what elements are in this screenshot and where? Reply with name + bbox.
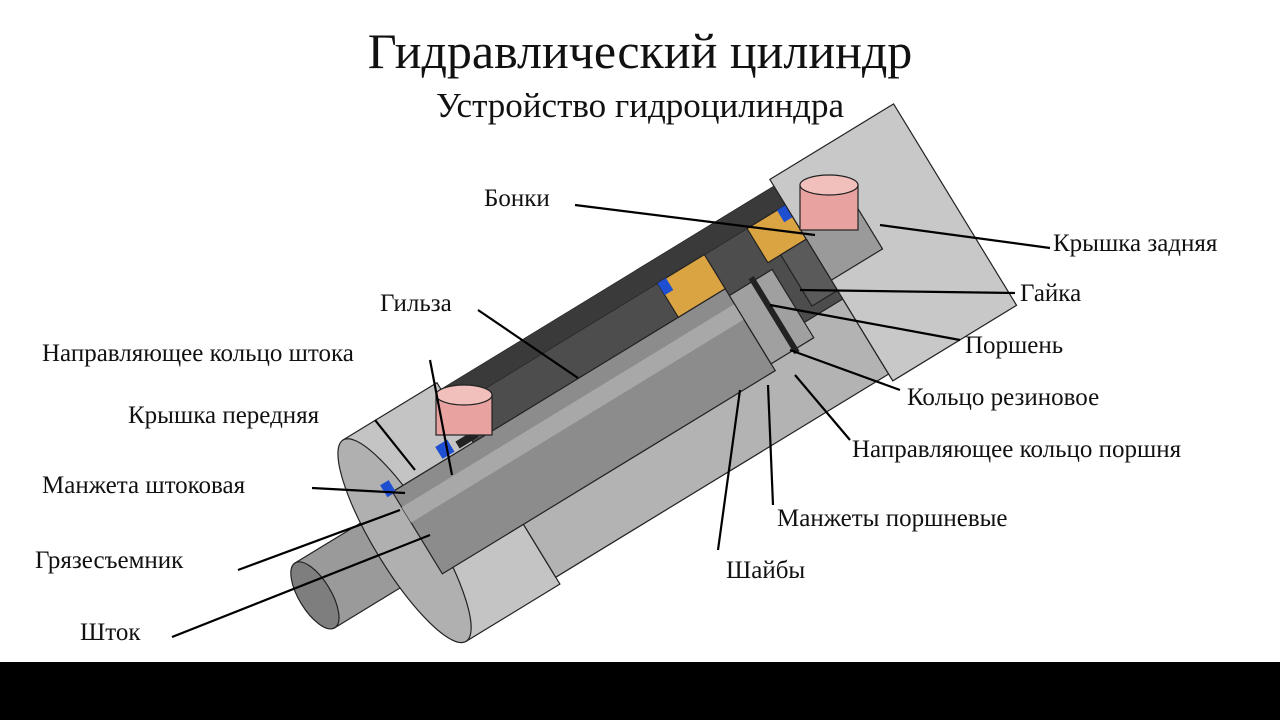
sleeve-wall-dark [441,186,786,409]
leader-line [769,303,961,342]
leader-line [799,288,1016,295]
rod-highlight [401,304,744,523]
leader-line [766,384,775,506]
diagram-subtitle: Устройство гидроцилиндра [435,86,845,125]
label-rear-cover: Крышка задняя [1053,230,1218,257]
rod-end-face [290,561,340,630]
label-washers: Шайбы [726,557,805,584]
label-piston: Поршень [965,332,1063,359]
leader-line [171,533,431,639]
label-sleeve: Гильза [380,290,452,317]
leader-line [477,309,579,379]
piston-seal [776,205,793,223]
leader-line [237,508,401,572]
hydraulic-cylinder [290,103,1018,644]
piston-guide-upper [656,253,727,319]
piston-seal [657,277,674,296]
bottom-black-bar [0,662,1280,720]
label-rod: Шток [80,619,141,646]
leader-line [789,348,901,392]
leader-line [311,486,406,495]
leader-line [374,419,416,471]
leader-line [879,223,1051,250]
label-piston-guide-ring: Направляющее кольцо поршня [852,436,1182,463]
label-piston-seals: Манжеты поршневые [777,505,1008,532]
rod-seal [435,439,455,459]
leader-line [794,374,851,441]
leader-line [716,389,742,551]
label-bonki: Бонки [484,185,550,212]
leader-line [428,359,454,476]
label-front-cover: Крышка передняя [128,402,320,429]
label-nut: Гайка [1020,280,1081,307]
diagram-title: Гидравлический цилиндр [367,23,913,79]
leader-line [574,203,816,237]
boss-rear [799,174,859,231]
label-wiper: Грязесъемник [35,547,184,574]
boss-front [435,384,493,436]
label-rod-guide-ring: Направляющее кольцо штока [42,340,354,367]
label-rod-seal: Манжета штоковая [42,472,246,499]
rubber-ring [748,275,800,355]
label-rubber-ring: Кольцо резиновое [907,384,1099,411]
